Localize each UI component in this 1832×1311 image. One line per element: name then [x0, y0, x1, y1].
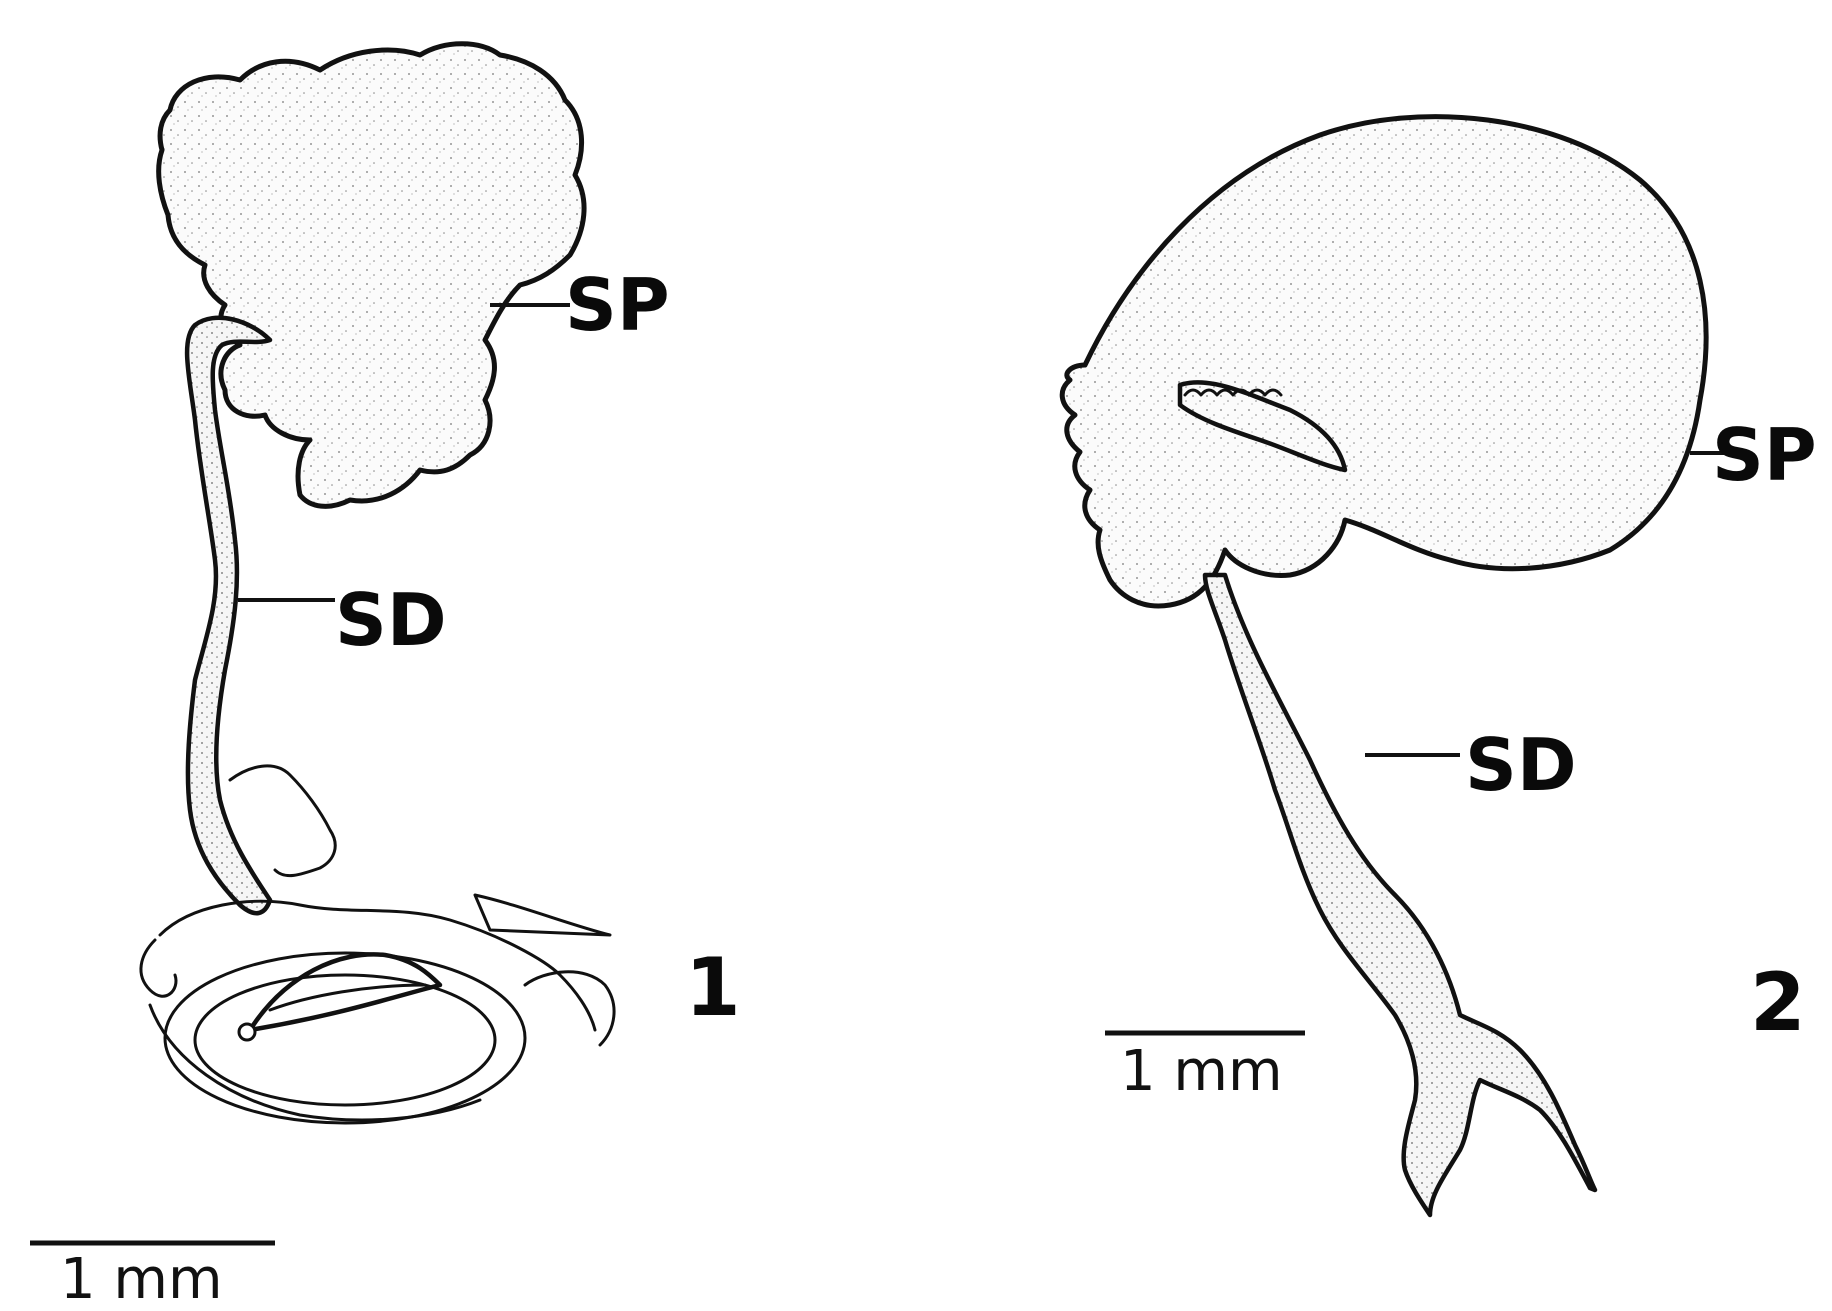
fig1-atrium-outline	[160, 901, 595, 1030]
figure-1: SP SD 1 1 mm	[30, 44, 741, 1311]
fig1-number: 1	[685, 941, 741, 1034]
figure-2: SP SD 2 1 mm	[1062, 117, 1816, 1215]
fig1-scale-text: 1 mm	[60, 1247, 223, 1311]
fig2-number: 2	[1750, 956, 1806, 1049]
fig1-wing-right	[475, 895, 610, 935]
fig1-atrium-left	[141, 940, 176, 996]
fig2-spermathecal-duct	[1205, 575, 1595, 1215]
fig2-sd-label: SD	[1465, 723, 1577, 807]
fig1-spermatheca	[159, 44, 584, 507]
fig2-sp-label: SP	[1712, 413, 1817, 497]
fig1-ring-outer	[165, 953, 525, 1123]
fig1-sd-label: SD	[335, 578, 447, 662]
fig1-sp-label: SP	[565, 263, 670, 347]
fig2-spermatheca	[1062, 117, 1706, 606]
fig1-lens-tip	[239, 1024, 255, 1040]
fig1-right-lobe	[525, 972, 614, 1045]
fig1-ring-inner	[195, 975, 495, 1105]
fig2-scale-text: 1 mm	[1120, 1039, 1283, 1104]
